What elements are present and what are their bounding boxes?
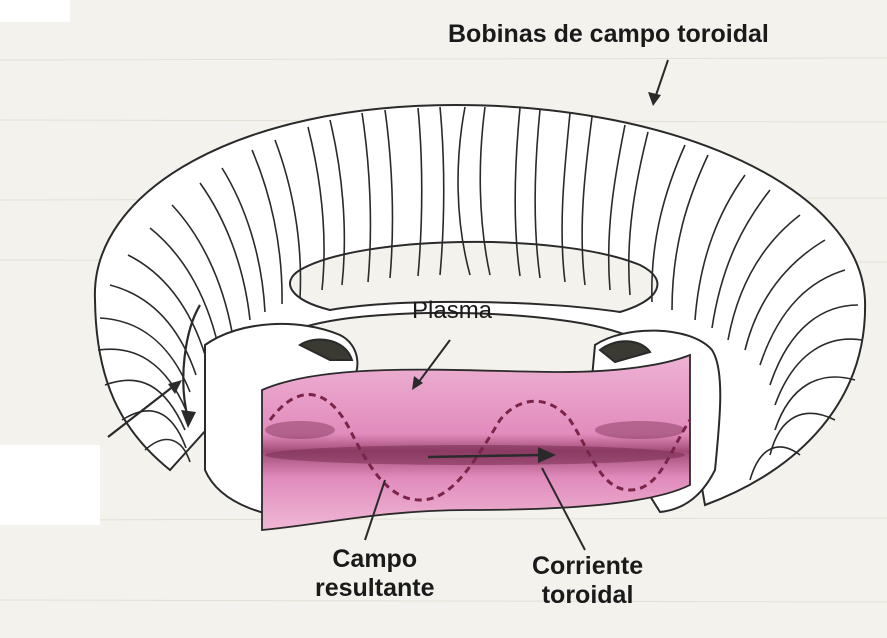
label-resultant-field-line1: Campo [315, 545, 434, 574]
label-resultant-field: Campo resultante [315, 545, 434, 603]
label-toroidal-current: Corriente toroidal [532, 552, 643, 610]
scan-patch-top-left [0, 0, 70, 22]
label-plasma: Plasma [412, 297, 492, 325]
scan-patch-left [0, 445, 100, 525]
label-toroidal-current-line1: Corriente [532, 552, 643, 581]
label-resultant-field-line2: resultante [315, 574, 434, 603]
label-toroidal-coils: Bobinas de campo toroidal [448, 20, 769, 49]
plasma-tube [262, 355, 690, 530]
label-toroidal-current-line2: toroidal [532, 581, 643, 610]
